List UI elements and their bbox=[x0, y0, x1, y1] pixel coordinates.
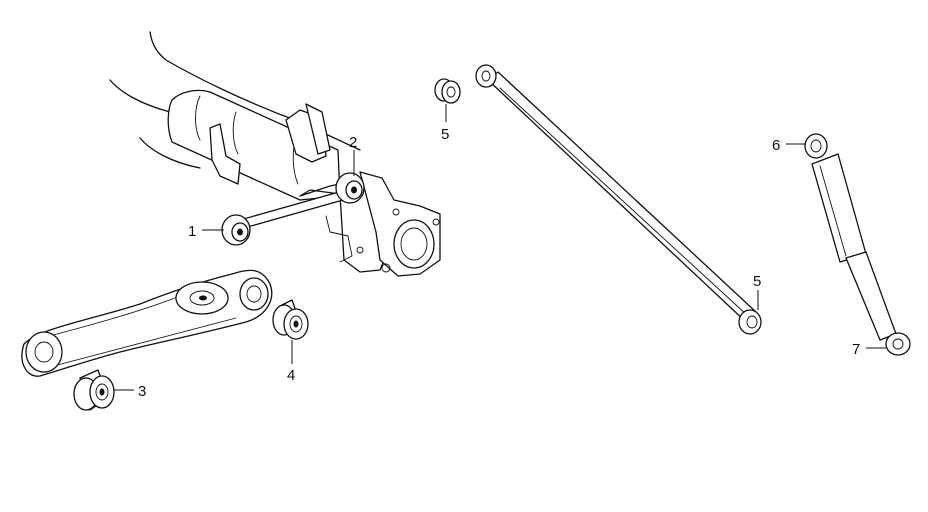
bushing-2 bbox=[335, 172, 365, 204]
callout-1-label: 1 bbox=[188, 223, 196, 240]
bushing-3 bbox=[73, 369, 115, 411]
lower-arm bbox=[21, 269, 273, 377]
shock-absorber bbox=[804, 133, 911, 356]
callout-6: 6 bbox=[772, 137, 806, 154]
bushing-1 bbox=[221, 214, 251, 246]
callout-5a: 5 bbox=[441, 104, 449, 143]
callout-5a-label: 5 bbox=[441, 126, 449, 143]
callout-3: 3 bbox=[114, 383, 146, 400]
callout-5b: 5 bbox=[753, 273, 761, 310]
callout-2-label: 2 bbox=[349, 134, 357, 151]
callout-4-label: 4 bbox=[287, 367, 295, 384]
callout-1: 1 bbox=[188, 223, 224, 240]
axle-housing bbox=[109, 31, 441, 277]
callout-4: 4 bbox=[287, 340, 295, 384]
callout-5b-label: 5 bbox=[753, 273, 761, 290]
callout-7: 7 bbox=[852, 341, 886, 358]
callout-3-label: 3 bbox=[138, 383, 146, 400]
bushing-4 bbox=[272, 299, 309, 340]
callout-2: 2 bbox=[349, 134, 357, 176]
callout-6-label: 6 bbox=[772, 137, 780, 154]
bushing-5-small bbox=[434, 78, 461, 104]
track-rod bbox=[475, 64, 762, 335]
callout-7-label: 7 bbox=[852, 341, 860, 358]
